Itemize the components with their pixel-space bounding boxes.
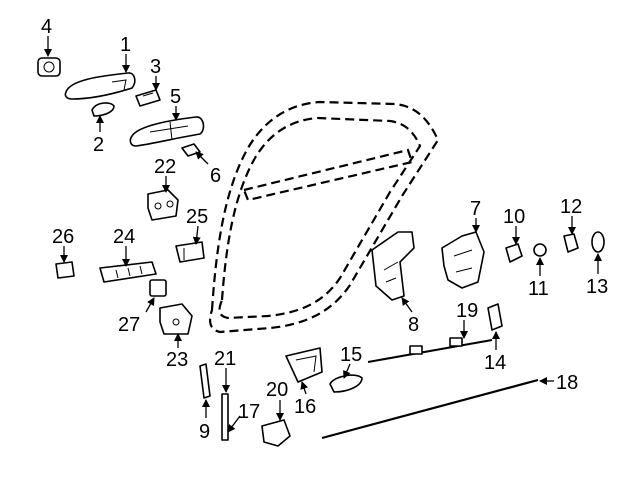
part-20-lower-latch [261,419,291,447]
callout-2: 2 [93,134,104,156]
callout-14: 14 [484,352,506,374]
callout-4: 4 [41,16,52,38]
part-24-door-check [99,261,157,283]
part-25-check-strap [175,241,205,263]
callout-16: 16 [294,396,316,418]
part-1-outside-handle [64,72,136,100]
part-15-inside-handle [329,374,363,393]
part-26-bumper [55,261,75,279]
callout-13: 13 [586,276,608,298]
callout-1: 1 [120,34,131,56]
part-11-small-clip [533,243,547,257]
callout-labels: 4 1 2 3 5 6 7 8 9 10 11 12 13 14 15 16 1… [41,16,608,443]
callout-24: 24 [113,226,135,248]
callout-25: 25 [186,206,208,228]
part-4-lock-cap [37,57,61,77]
part-2-handle-insert [91,102,115,117]
callout-17: 17 [238,401,260,423]
callout-18: 18 [556,372,578,394]
part-23-hinge-lower [159,303,193,335]
callout-8: 8 [408,314,419,336]
part-7-door-lock [441,231,485,289]
part-27-bracket [149,279,167,297]
leader-lines [44,36,602,433]
part-21-seal [221,393,229,441]
callout-26: 26 [52,226,74,248]
callout-7: 7 [470,198,481,220]
door-outline [209,100,440,334]
callout-11: 11 [528,278,549,300]
callout-23: 23 [166,349,188,371]
callout-10: 10 [503,206,525,228]
callout-9: 9 [199,421,210,443]
part-9-rod [199,363,211,399]
part-18-long-rod [321,378,539,440]
part-19-cable [367,337,493,363]
part-22-hinge-upper [147,189,179,221]
callout-21: 21 [214,348,236,370]
callout-22: 22 [154,156,176,178]
part-8-lock-module [371,231,415,301]
part-14-bracket [487,303,503,331]
part-13-grommet [591,231,605,253]
part-16-inside-handle-housing [285,347,323,383]
part-10-rod-clip [505,243,523,263]
callout-19: 19 [456,300,478,322]
part-3-trim-cover [135,89,161,107]
callout-3: 3 [150,56,161,78]
callout-20: 20 [266,379,288,401]
callout-15: 15 [340,344,362,366]
callout-12: 12 [560,196,582,218]
callout-5: 5 [170,86,181,108]
callout-6: 6 [210,165,221,187]
part-5-handle-carrier [129,116,205,147]
callout-27: 27 [118,314,140,336]
part-12-retainer [563,233,579,253]
